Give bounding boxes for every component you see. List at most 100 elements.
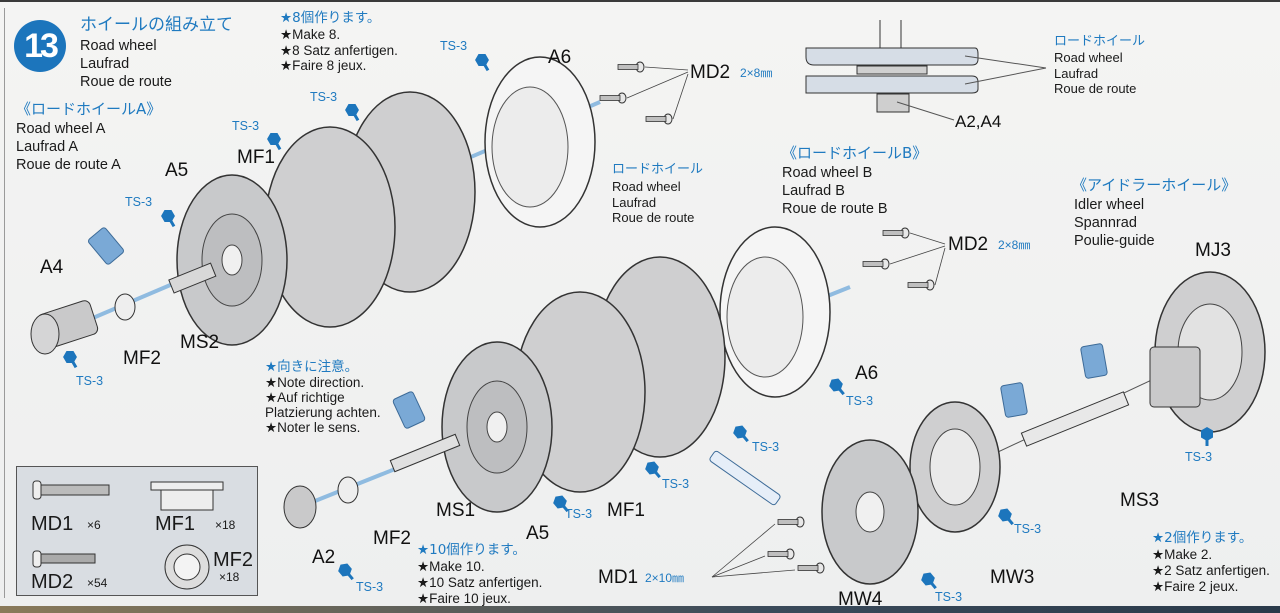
- make10-fr: ★Faire 10 jeux.: [417, 591, 511, 606]
- page-bottom-edge: [0, 606, 1280, 613]
- make8-de: ★8 Satz anfertigen.: [280, 43, 398, 58]
- ts3-label: TS-3: [752, 440, 780, 454]
- label-a4: A4: [40, 257, 64, 278]
- ts3-label: TS-3: [1185, 450, 1213, 464]
- direction-note-en: ★Note direction.: [265, 375, 365, 390]
- part-ms3: [1020, 391, 1130, 447]
- parts-legend-art: [32, 480, 224, 590]
- wheel-b-de: Laufrad B: [782, 183, 845, 199]
- idler-heading: 《アイドラーホイール》: [1072, 176, 1237, 194]
- legend-mf2-name: MF2: [213, 549, 253, 571]
- idler-de: Spannrad: [1074, 215, 1137, 231]
- ts3-label: TS-3: [935, 590, 963, 604]
- md1-screw-icon: [32, 480, 110, 500]
- road-wheel-note-en: Road wheel: [612, 179, 681, 194]
- part-mf1-disc-a: [264, 126, 396, 328]
- label-ms2: MS2: [180, 332, 220, 353]
- label-mw3: MW3: [990, 567, 1035, 588]
- road-wheel-note-ja: ロードホイール: [612, 162, 704, 177]
- idler-wheel-assembly: [709, 271, 1266, 585]
- wheel-a-heading: 《ロードホイールA》: [16, 100, 162, 118]
- section-note-en: Road wheel: [1054, 50, 1123, 65]
- road-wheel-note-de: Laufrad: [612, 195, 657, 210]
- legend-mf1-name: MF1: [155, 513, 195, 535]
- page-border: [4, 8, 5, 598]
- label-md2-lower: MD2: [948, 234, 989, 255]
- section-note-de: Laufrad: [1054, 66, 1099, 81]
- md2-spec-lower: 2×8㎜: [998, 238, 1031, 252]
- grease-tube-right-a: [1000, 382, 1028, 418]
- legend-mf1-qty: ×18: [215, 518, 236, 532]
- mf1-flange-icon: [150, 481, 224, 511]
- part-ms1: [389, 433, 461, 473]
- label-ms3: MS3: [1120, 490, 1160, 511]
- make2-ja: ★2個作ります。: [1152, 530, 1253, 546]
- wheel-b-fr: Roue de route B: [782, 201, 888, 217]
- legend-mf2-qty: ×18: [219, 570, 240, 584]
- md2-spec-upper: 2×8㎜: [740, 66, 773, 80]
- grease-tube-right-b: [1080, 343, 1108, 379]
- label-mj3: MJ3: [1195, 240, 1231, 261]
- label-a5-lower: A5: [526, 523, 550, 544]
- part-a2: [283, 485, 317, 529]
- ts3-label: TS-3: [565, 507, 593, 521]
- idler-en: Idler wheel: [1074, 197, 1145, 213]
- md1-spec: 2×10㎜: [645, 571, 685, 585]
- label-mw4: MW4: [838, 589, 883, 610]
- section-note-fr: Roue de route: [1054, 81, 1137, 96]
- make8-fr: ★Faire 8 jeux.: [280, 58, 367, 73]
- cross-section-detail: [805, 20, 1047, 121]
- direction-note-fr: ★Noter le sens.: [265, 420, 361, 435]
- cement-tube: [709, 450, 781, 506]
- step-title-fr: Roue de route: [80, 74, 172, 90]
- parts-legend: MD1 ×6 MF1 ×18 MD2 ×54 MF2 ×18: [16, 466, 258, 596]
- wheel-b-heading: 《ロードホイールB》: [782, 144, 928, 162]
- legend-md1-name: MD1: [31, 513, 74, 535]
- make10-ja: ★10個作ります。: [417, 542, 526, 558]
- legend-md1-qty: ×6: [87, 518, 101, 532]
- wheel-a-fr: Roue de route A: [16, 157, 121, 173]
- label-md1: MD1: [598, 567, 639, 588]
- label-md2-upper: MD2: [690, 62, 731, 83]
- ts3-label: TS-3: [356, 580, 384, 594]
- label-a6-upper: A6: [548, 47, 572, 68]
- road-wheel-note-fr: Roue de route: [612, 210, 695, 225]
- road-wheel-a-assembly: [30, 56, 689, 355]
- step-title-de: Laufrad: [80, 56, 130, 72]
- wheel-a-de: Laufrad A: [16, 139, 79, 155]
- md2-screw-icon: [32, 550, 96, 568]
- make8-ja: ★8個作ります。: [280, 10, 381, 26]
- direction-note-de2: Platzierung achten.: [265, 405, 381, 420]
- part-mf2-upper: [114, 293, 136, 321]
- mf2-ring-icon: [164, 544, 210, 590]
- make2-en: ★Make 2.: [1152, 547, 1213, 562]
- make10-de: ★10 Satz anfertigen.: [417, 575, 543, 590]
- label-mf1-upper: MF1: [237, 147, 275, 168]
- direction-note-de1: ★Auf richtige: [265, 390, 345, 405]
- label-a6-lower: A6: [855, 363, 879, 384]
- direction-note-ja: ★向きに注意。: [265, 359, 359, 375]
- grease-tube-mid: [392, 391, 426, 429]
- step-title-ja: ホイールの組み立て: [80, 15, 233, 35]
- step-title-en: Road wheel: [80, 38, 157, 54]
- wheel-b-en: Road wheel B: [782, 165, 873, 181]
- make2-fr: ★Faire 2 jeux.: [1152, 579, 1239, 594]
- part-ms2: [168, 262, 217, 294]
- legend-md2-qty: ×54: [87, 576, 108, 590]
- grease-tube-upper: [88, 227, 124, 265]
- ts3-label: TS-3: [1014, 522, 1042, 536]
- ts3-label: TS-3: [125, 195, 153, 209]
- legend-md2-name: MD2: [31, 571, 74, 593]
- make10-en: ★Make 10.: [417, 559, 485, 574]
- label-a5-upper: A5: [165, 160, 189, 181]
- section-hub-label: A2,A4: [955, 112, 1002, 131]
- ts3-label: TS-3: [310, 90, 338, 104]
- label-a2: A2: [312, 547, 336, 568]
- section-note-ja: ロードホイール: [1054, 34, 1146, 49]
- ts3-label: TS-3: [440, 39, 468, 53]
- label-ms1: MS1: [436, 500, 476, 521]
- ts3-label: TS-3: [846, 394, 874, 408]
- part-mf2-lower: [337, 476, 359, 504]
